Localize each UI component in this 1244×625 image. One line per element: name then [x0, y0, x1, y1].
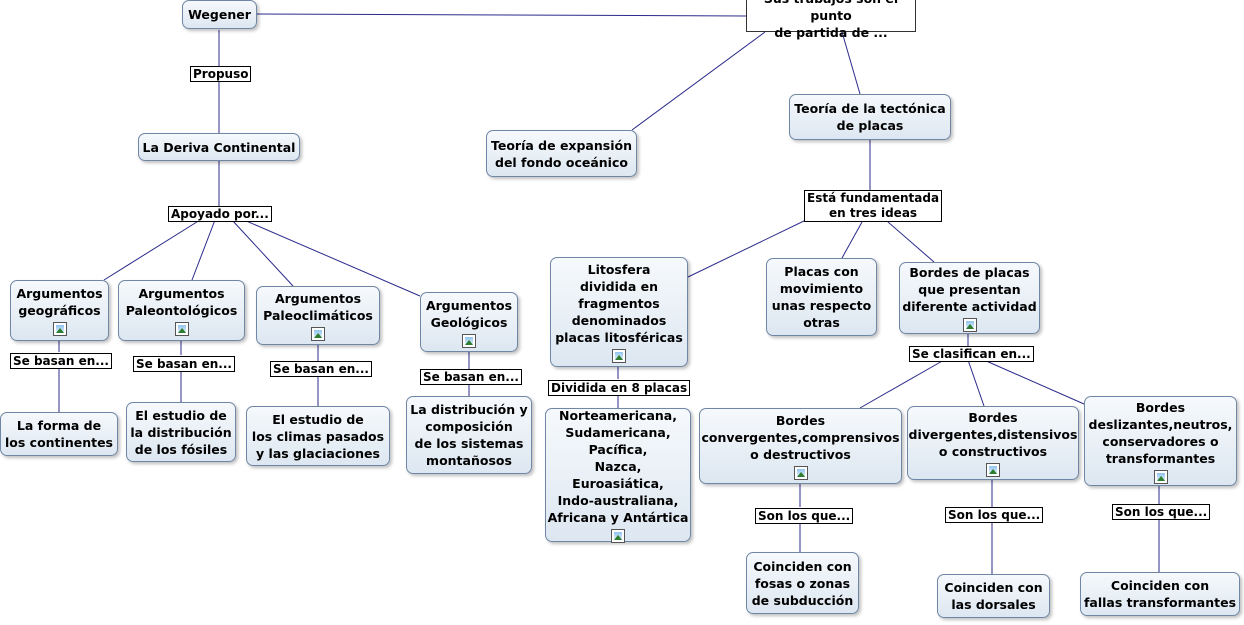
image-icon[interactable]	[986, 463, 1000, 477]
node-text: Teoría de expansión del fondo oceánico	[491, 137, 632, 170]
node-fosas-subduccion[interactable]: Coinciden con fosas o zonas de subducció…	[746, 552, 859, 614]
node-text: Argumentos Geológicos	[425, 297, 513, 330]
node-bordes-divergentes[interactable]: Bordes divergentes,distensivos o constru…	[907, 406, 1079, 480]
node-text: Sus trabajos son el punto de partida de …	[764, 0, 898, 40]
node-sus-trabajos[interactable]: Sus trabajos son el punto de partida de …	[746, 0, 916, 40]
label-fundamentada: Está fundamentada en tres ideas	[804, 190, 943, 222]
node-litosfera[interactable]: Litosfera dividida en fragmentos denomin…	[550, 257, 688, 367]
image-icon[interactable]	[52, 322, 67, 336]
node-text: Bordes de placas que presentan diferente…	[902, 265, 1037, 314]
label-dividida-8-placas: Dividida en 8 placas	[548, 380, 691, 396]
image-icon[interactable]	[1153, 469, 1168, 484]
node-estudio-fosiles[interactable]: El estudio de la distribución de los fós…	[126, 402, 236, 462]
node-text: Argumentos Paleoclimáticos	[263, 291, 373, 323]
image-icon[interactable]	[612, 349, 626, 363]
node-forma-continentes[interactable]: La forma de los continentes	[0, 412, 118, 456]
node-text: La distribución y composición de los sis…	[410, 402, 528, 468]
image-icon[interactable]	[174, 322, 189, 336]
image-icon[interactable]	[611, 529, 625, 543]
node-bordes-convergentes[interactable]: Bordes convergentes,comprensivos o destr…	[699, 408, 902, 484]
node-text: Placas con movimiento unas respecto otra…	[771, 264, 872, 330]
node-bordes-deslizantes[interactable]: Bordes deslizantes,neutros, conservadore…	[1084, 396, 1237, 486]
node-text: El estudio de los climas pasados y las g…	[251, 411, 385, 461]
node-argumentos-geograficos[interactable]: Argumentos geográficos	[10, 280, 109, 341]
image-icon[interactable]	[962, 318, 977, 332]
label-se-basan-4: Se basan en...	[420, 369, 522, 385]
node-argumentos-paleoclimaticos[interactable]: Argumentos Paleoclimáticos	[256, 286, 380, 345]
node-text: La forma de los continentes	[5, 418, 113, 450]
node-lista-placas[interactable]: Norteamericana, Sudamericana, Pacífica, …	[545, 408, 691, 543]
node-estudio-climas[interactable]: El estudio de los climas pasados y las g…	[246, 406, 390, 466]
label-se-basan-1: Se basan en...	[10, 353, 112, 369]
node-text: El estudio de la distribución de los fós…	[130, 407, 232, 457]
node-text: Bordes divergentes,distensivos o constru…	[908, 410, 1078, 459]
label-se-clasifican: Se clasifican en...	[909, 346, 1034, 362]
node-deriva-continental[interactable]: La Deriva Continental	[138, 133, 300, 161]
node-text: Argumentos Paleontológicos	[125, 286, 238, 318]
label-son-los-que-1: Son los que...	[755, 508, 854, 524]
node-expansion-fondo-oceanico[interactable]: Teoría de expansión del fondo oceánico	[486, 130, 637, 177]
node-text: Coinciden con fallas transformantes	[1083, 578, 1237, 610]
image-icon[interactable]	[793, 466, 808, 480]
label-son-los-que-2: Son los que...	[945, 507, 1044, 523]
label-propuso: Propuso	[190, 66, 252, 82]
node-argumentos-paleontologicos[interactable]: Argumentos Paleontológicos	[118, 280, 245, 341]
label-se-basan-3: Se basan en...	[270, 361, 372, 377]
node-placas-movimiento[interactable]: Placas con movimiento unas respecto otra…	[766, 258, 877, 336]
image-icon[interactable]	[462, 333, 476, 348]
node-text: Bordes deslizantes,neutros, conservadore…	[1088, 399, 1233, 466]
image-icon[interactable]	[311, 327, 325, 341]
node-text: Litosfera dividida en fragmentos denomin…	[555, 262, 683, 345]
node-text: Wegener	[188, 7, 251, 22]
node-fallas-transformantes[interactable]: Coinciden con fallas transformantes	[1080, 572, 1240, 616]
node-argumentos-geologicos[interactable]: Argumentos Geológicos	[420, 292, 518, 352]
node-text: La Deriva Continental	[142, 139, 296, 155]
node-text: Coinciden con las dorsales	[944, 580, 1043, 612]
node-text: Norteamericana, Sudamericana, Pacífica, …	[547, 408, 689, 525]
node-text: Coinciden con fosas o zonas de subducció…	[751, 558, 854, 608]
node-tectonica-placas[interactable]: Teoría de la tectónica de placas	[789, 94, 951, 140]
node-text: Bordes convergentes,comprensivos o destr…	[701, 413, 900, 462]
node-dorsales[interactable]: Coinciden con las dorsales	[937, 574, 1050, 618]
label-apoyado-por: Apoyado por...	[168, 206, 272, 222]
node-distribucion-montanosos[interactable]: La distribución y composición de los sis…	[406, 396, 532, 474]
label-son-los-que-3: Son los que...	[1112, 504, 1211, 520]
node-text: Teoría de la tectónica de placas	[794, 101, 946, 133]
node-text: Argumentos geográficos	[16, 286, 103, 318]
label-se-basan-2: Se basan en...	[133, 356, 235, 372]
node-wegener[interactable]: Wegener	[182, 0, 257, 29]
node-bordes-actividad[interactable]: Bordes de placas que presentan diferente…	[899, 262, 1040, 334]
